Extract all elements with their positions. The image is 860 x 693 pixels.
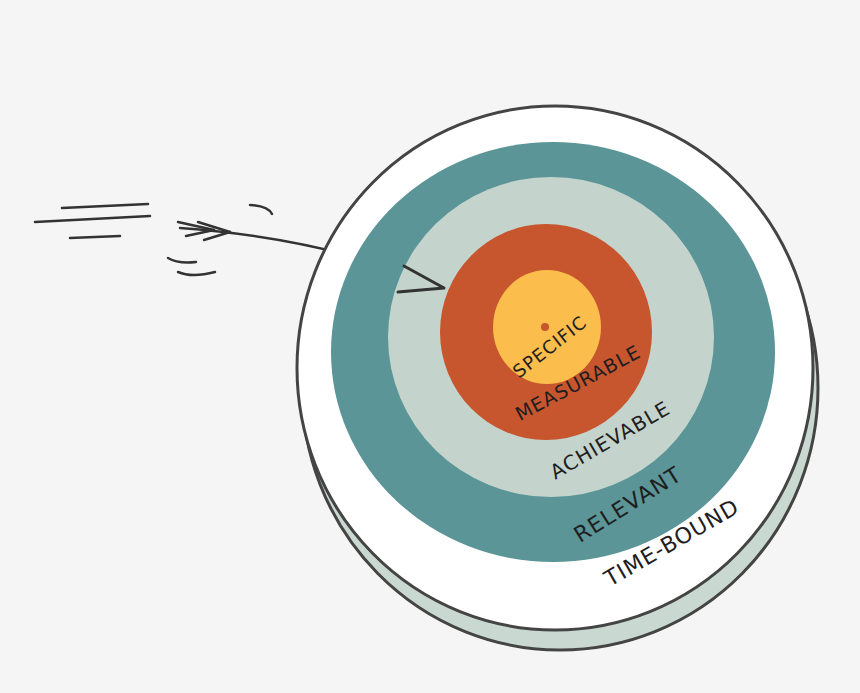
achievable-band: ACHIEVABLEMEASURABLESPECIFIC xyxy=(388,177,714,497)
specific-center: SPECIFIC xyxy=(493,270,601,384)
measurable-band: MEASURABLESPECIFIC xyxy=(440,224,652,440)
relevant-band: RELEVANTACHIEVABLEMEASURABLESPECIFIC xyxy=(331,142,775,562)
time-bound-band: TIME-BOUNDRELEVANTACHIEVABLEMEASURABLESP… xyxy=(297,106,813,630)
